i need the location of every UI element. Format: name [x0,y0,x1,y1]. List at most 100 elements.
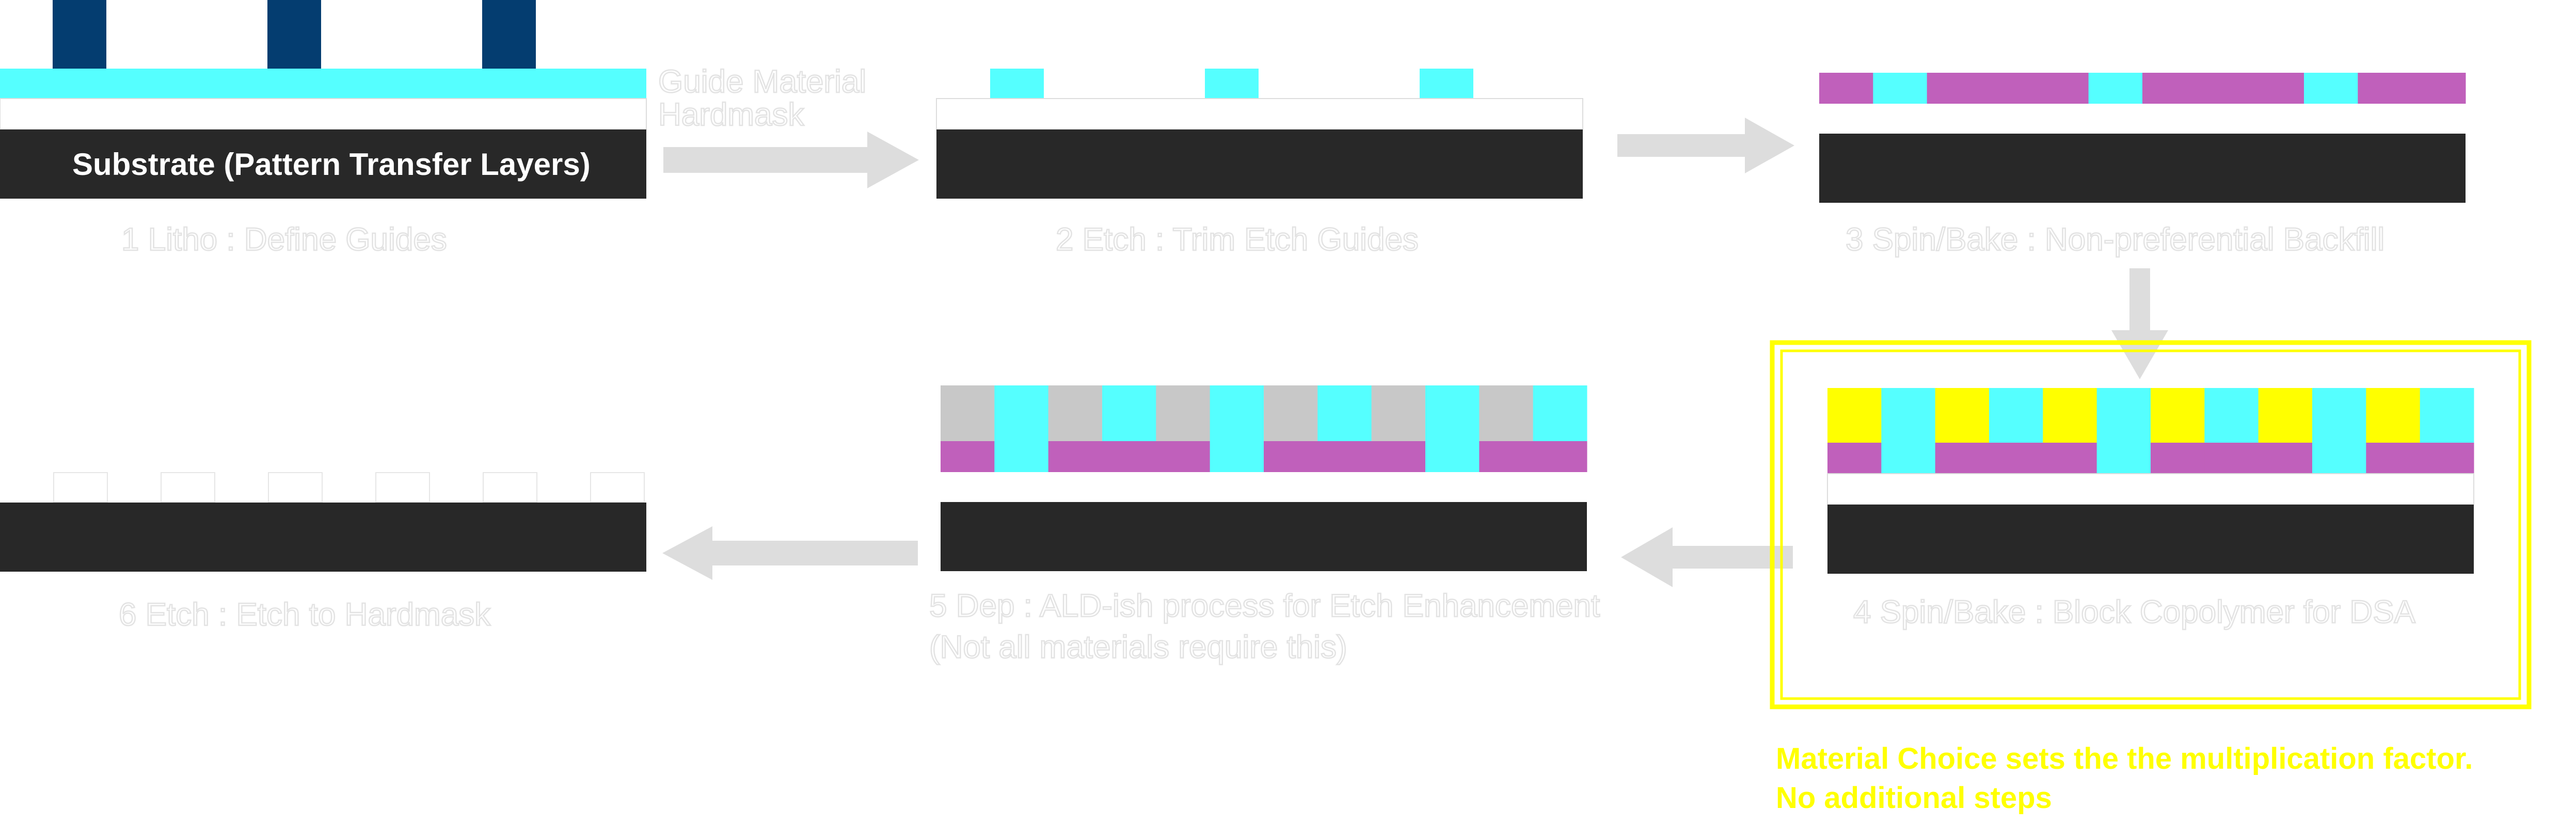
step-1-resist-feature [482,0,536,69]
step-3-substrate [1819,134,2466,203]
step-4-backfill-cell-11 [2366,443,2421,474]
step-6-hardmask-line [161,472,215,503]
material-choice-highlight-box [1770,340,2532,709]
step-5-ald-cell-8 [1317,385,1372,441]
step-2-hardmask-layer [936,98,1583,130]
step-4-block-copolymer-cell-10 [2312,388,2366,443]
step-1-resist-feature [53,0,106,69]
step-4-backfill-cell-10 [2312,443,2366,474]
step-4-block-copolymer-cell-12 [2420,388,2474,443]
step-1-substrate [0,130,646,199]
step-4-block-copolymer-cell-3 [1935,388,1990,443]
step-1-caption: 1 Litho : Define Guides [121,221,448,258]
step-3-backfill-cell-10 [2304,73,2358,104]
step-1-resist-feature [267,0,321,69]
step-5-substrate [941,502,1587,571]
step-1-hardmask-layer [0,98,647,130]
step-3-backfill-cell-5 [2034,73,2089,104]
step-3-caption: 3 Spin/Bake : Non-preferential Backfill [1845,221,2386,258]
step-3-backfill-cell-1 [1819,73,1873,104]
step-2-substrate [936,130,1583,199]
step-4-substrate [1827,505,2474,574]
step-6-hardmask-line [590,472,645,503]
step-5-backfill-cell-3 [1048,441,1103,472]
step-4-backfill-cell-8 [2204,443,2259,474]
step-3-backfill-cell-3 [1927,73,1981,104]
step-5-ald-cell-3 [1048,385,1103,441]
step-6-hardmask-line [53,472,108,503]
step-4-block-copolymer-cell-6 [2096,388,2151,443]
arrow-down-icon [2111,268,2168,379]
step-2-guide-feature [990,69,1044,99]
step-5-backfill-cell-8 [1317,441,1372,472]
step-3-backfill-cell-9 [2250,73,2304,104]
step-6-hardmask-line [483,472,537,503]
step-5-backfill-cell-11 [1479,441,1534,472]
step-5-ald-cell-12 [1533,385,1587,441]
step-5-backfill-cell-5 [1156,441,1211,472]
step-4-block-copolymer-cell-2 [1881,388,1936,443]
step-4-block-copolymer-cell-5 [2043,388,2097,443]
step-5-ald-cell-10 [1425,385,1480,441]
step-4-backfill-cell-5 [2043,443,2097,474]
guide-material-label: Guide Material [658,63,867,101]
step-5-backfill-cell-6 [1210,441,1264,472]
step-4-block-copolymer-cell-1 [1827,388,1882,443]
step-4-backfill-cell-3 [1935,443,1990,474]
step-4-hardmask-layer [1827,473,2474,505]
step-3-backfill-cell-4 [1981,73,2035,104]
step-3-backfill-cell-2 [1873,73,1928,104]
step-4-block-copolymer-cell-8 [2204,388,2259,443]
step-3-backfill-cell-6 [2088,73,2143,104]
arrow-left-icon [1621,527,1793,587]
step-6-caption: 6 Etch : Etch to Hardmask [118,596,491,634]
step-5-ald-cell-1 [941,385,995,441]
step-6-substrate [0,503,646,572]
step-5-caption-line2: (Not all materials require this) [929,629,1348,666]
step-5-ald-cell-2 [994,385,1049,441]
material-choice-note: Material Choice sets the the multiplicat… [1776,742,2473,775]
step-5-backfill-cell-10 [1425,441,1480,472]
step-4-caption: 4 Spin/Bake : Block Copolymer for DSA [1853,594,2416,631]
step-3-backfill-cell-7 [2142,73,2197,104]
step-5-ald-cell-11 [1479,385,1534,441]
step-4-backfill-cell-1 [1827,443,1882,474]
arrow-left-icon [662,526,918,580]
step-5-backfill-cell-7 [1264,441,1318,472]
step-6-hardmask-line [375,472,430,503]
step-5-ald-cell-6 [1210,385,1264,441]
step-5-backfill-cell-2 [994,441,1049,472]
step-4-backfill-cell-9 [2258,443,2313,474]
substrate-label: Substrate (Pattern Transfer Layers) [72,147,591,182]
step-5-caption: 5 Dep : ALD-ish process for Etch Enhance… [929,588,1601,625]
step-5-ald-cell-4 [1102,385,1156,441]
step-4-backfill-cell-7 [2151,443,2205,474]
arrow-right-icon [663,132,919,188]
step-5-backfill-cell-12 [1533,441,1587,472]
step-4-block-copolymer-cell-11 [2366,388,2421,443]
step-4-block-copolymer-cell-7 [2151,388,2205,443]
step-5-ald-cell-9 [1371,385,1426,441]
step-4-block-copolymer-cell-9 [2258,388,2313,443]
step-5-backfill-cell-9 [1371,441,1426,472]
step-3-backfill-cell-12 [2411,73,2466,104]
step-5-ald-cell-7 [1264,385,1318,441]
step-2-guide-feature [1420,69,1473,99]
material-choice-highlight-box-inner [1780,349,2521,700]
step-2-caption: 2 Etch : Trim Etch Guides [1055,221,1419,258]
step-5-ald-cell-5 [1156,385,1211,441]
step-4-backfill-cell-6 [2096,443,2151,474]
hardmask-label: Hardmask [658,96,805,134]
step-3-backfill-cell-8 [2196,73,2251,104]
step-5-backfill-cell-4 [1102,441,1156,472]
step-6-hardmask-line [268,472,323,503]
step-3-backfill-cell-11 [2358,73,2412,104]
no-additional-steps-note: No additional steps [1776,781,2052,815]
arrow-right-icon [1617,118,1794,173]
step-5-backfill-cell-1 [941,441,995,472]
step-1-guide-layer [0,69,646,99]
step-4-backfill-cell-4 [1989,443,2043,474]
step-4-backfill-cell-12 [2420,443,2474,474]
